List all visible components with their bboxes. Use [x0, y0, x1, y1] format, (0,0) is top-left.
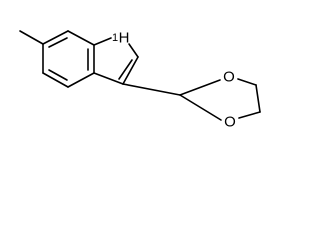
atom-label-o-bottom: O [224, 114, 236, 131]
bond-o-top-ch2 [237, 78, 257, 86]
atom-labels: 1 H O O [112, 30, 236, 131]
bond-n1-c2 [128, 43, 139, 58]
bond-ch2-ch2 [255, 84, 261, 113]
bond-methyl [19, 30, 44, 45]
atom-label-nh-prefix: 1 [112, 32, 118, 44]
bond-c6-c7-inner [48, 37, 68, 48]
bond-c4-c5 [42, 72, 69, 88]
bond-c3-acetal [122, 83, 181, 96]
molecule-diagram: 1 H O O [19, 30, 261, 131]
atom-label-nh: H [119, 30, 130, 47]
bonds [19, 30, 261, 121]
bond-c2-c3-inner [118, 59, 133, 80]
bond-c7-c7a [67, 30, 95, 46]
bond-ch2-o-bottom [238, 111, 261, 119]
bond-c6-c7 [42, 30, 69, 45]
bond-c3-c3a [93, 72, 124, 85]
atom-label-o-top: O [223, 69, 235, 86]
bond-c2-c3 [122, 56, 139, 85]
bond-c4-c5-inner [48, 69, 68, 81]
bond-c7a-n1 [93, 37, 112, 46]
bond-c3a-c4 [67, 72, 95, 88]
bond-acetal-o-top [179, 79, 221, 96]
bond-o-bottom-acetal [179, 94, 222, 121]
